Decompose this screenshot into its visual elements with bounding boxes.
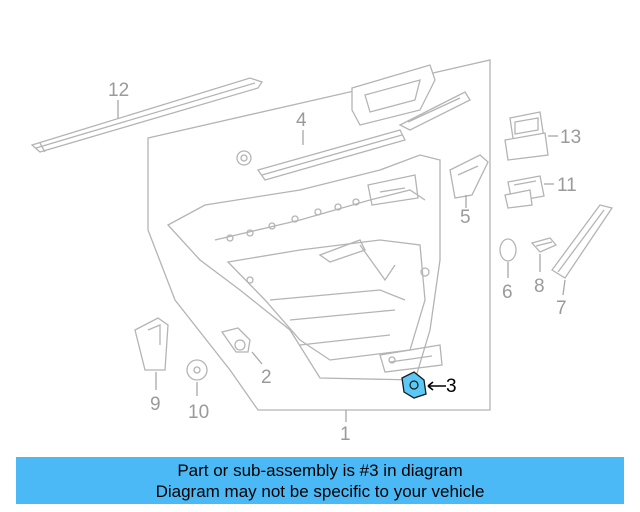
callout-9: 9 — [150, 394, 161, 415]
switch-part-11 — [504, 175, 545, 209]
callout-4: 4 — [296, 110, 307, 131]
callout-5: 5 — [460, 207, 471, 228]
callout-8: 8 — [534, 276, 545, 297]
door-panel-part-1 — [147, 59, 491, 411]
fastener-part-2 — [220, 327, 251, 353]
cap-part-6 — [499, 238, 517, 262]
callout-12: 12 — [108, 80, 129, 101]
callout-7: 7 — [556, 298, 567, 319]
bezel-part-5 — [449, 154, 489, 199]
callout-1: 1 — [340, 424, 351, 445]
callout-11: 11 — [557, 175, 577, 196]
highlighted-part-3[interactable] — [401, 371, 427, 399]
inner-handle-assembly — [351, 64, 471, 131]
trim-strip-part-7 — [551, 204, 614, 279]
callout-3: 3 — [446, 376, 457, 397]
clip-part-8 — [530, 237, 558, 253]
banner-line-1: Part or sub-assembly is #3 in diagram — [177, 461, 463, 480]
callout-10: 10 — [188, 402, 209, 423]
bracket-part-9 — [134, 317, 169, 371]
armrest-part-4 — [236, 129, 406, 181]
callout-2: 2 — [261, 367, 272, 388]
parts-diagram: 1 12 4 5 13 11 — [30, 59, 614, 445]
grommet-part-10 — [186, 359, 208, 381]
switch-part-13 — [504, 111, 549, 161]
trim-fastener-holes — [226, 198, 430, 364]
info-banner: Part or sub-assembly is #3 in diagram Di… — [16, 457, 624, 504]
banner-line-2: Diagram may not be specific to your vehi… — [155, 482, 485, 501]
callout-13: 13 — [560, 127, 581, 148]
callout-6: 6 — [502, 282, 513, 303]
weatherstrip-part-12 — [30, 77, 264, 153]
